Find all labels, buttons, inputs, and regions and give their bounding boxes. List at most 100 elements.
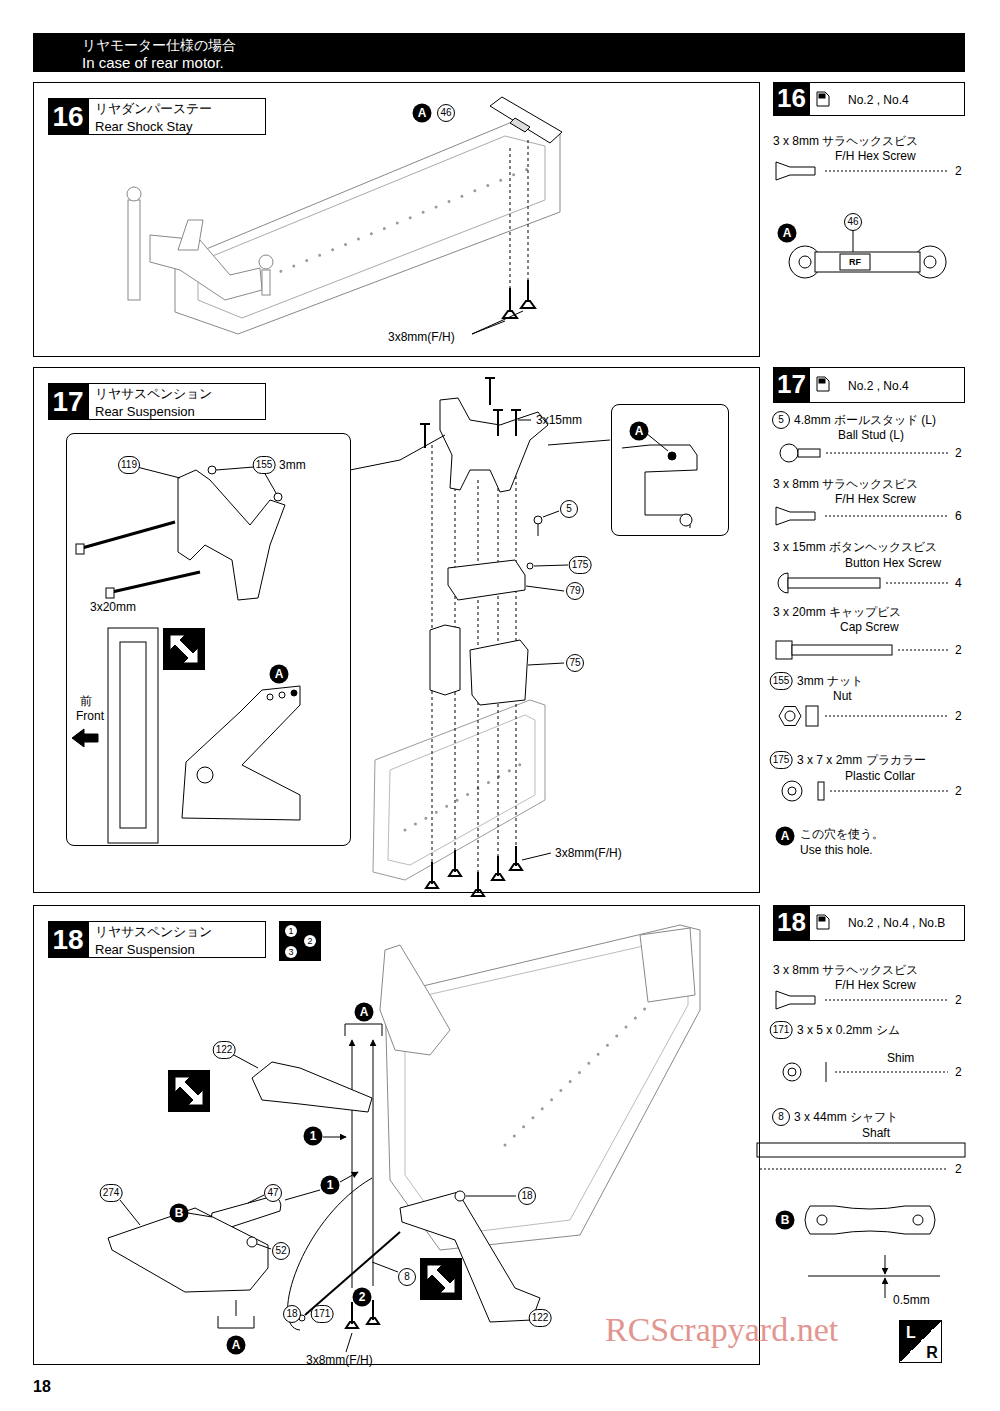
callout-letter: A bbox=[270, 665, 289, 684]
parts-list-art bbox=[830, 791, 948, 792]
quantity: 2 bbox=[955, 709, 962, 723]
rear-suspension-parts bbox=[248, 1195, 264, 1203]
rear-suspension-parts bbox=[350, 378, 610, 896]
rear-suspension-parts bbox=[285, 1190, 320, 1200]
parts-list-art bbox=[776, 92, 948, 278]
rear-suspension-parts bbox=[352, 1040, 353, 1288]
parts-list-art bbox=[798, 449, 820, 457]
header-text: リヤモーター仕様の場合 bbox=[82, 37, 236, 54]
callout-number: 155 bbox=[253, 456, 276, 474]
parts-list-art bbox=[799, 256, 811, 268]
rear-suspension-parts bbox=[247, 1237, 257, 1247]
rear-suspension-parts bbox=[548, 440, 610, 445]
step-title: Rear Suspension bbox=[95, 404, 195, 420]
parts-list-art bbox=[788, 1068, 796, 1076]
parts-list-art bbox=[783, 1063, 801, 1081]
rear-suspension-parts bbox=[346, 1302, 358, 1328]
order-number: 3 bbox=[285, 946, 297, 958]
parts-header: 18No.2 , No.4 , No.B bbox=[773, 905, 965, 941]
part-label: Button Hex Screw bbox=[845, 556, 941, 570]
parts-list-art bbox=[885, 1278, 886, 1298]
parts-header: 16No.2 , No.4 bbox=[773, 82, 965, 116]
rear-suspension-parts bbox=[518, 420, 531, 421]
rear-suspension-parts bbox=[466, 1196, 516, 1197]
parts-list-art bbox=[792, 645, 892, 655]
parts-list-art bbox=[776, 991, 815, 1009]
chassis-illustration bbox=[373, 700, 545, 880]
parts-list-art bbox=[817, 92, 829, 106]
part-label: Plastic Collar bbox=[845, 769, 915, 783]
shock-stay-part bbox=[472, 311, 523, 334]
parts-list-art bbox=[825, 171, 948, 172]
detail-inset-art bbox=[267, 694, 273, 700]
detail-inset-art bbox=[120, 642, 146, 828]
detail-inset-art bbox=[182, 686, 300, 820]
callout-letter: 1 bbox=[304, 1127, 323, 1146]
detail-inset-art bbox=[208, 466, 216, 474]
detail-inset-art bbox=[106, 588, 114, 598]
header-band: リヤモーター仕様の場合In case of rear motor. bbox=[33, 33, 965, 72]
rear-suspension-parts bbox=[526, 586, 564, 591]
quantity: 2 bbox=[955, 1065, 962, 1079]
callout-number: 46 bbox=[844, 213, 862, 231]
part-label: 3 x 7 x 2mm プラカラー bbox=[797, 753, 926, 767]
rear-suspension-parts bbox=[449, 850, 461, 876]
parts-list-art bbox=[853, 230, 854, 252]
parts-list-art bbox=[825, 716, 948, 717]
parts-list-art bbox=[818, 782, 824, 800]
quantity: 2 bbox=[955, 643, 962, 657]
detail-inset-art bbox=[76, 544, 84, 554]
part-label: 3mm bbox=[279, 458, 306, 472]
rear-suspension-parts bbox=[305, 1232, 400, 1315]
parts-list-art bbox=[776, 641, 792, 659]
part-label: Front bbox=[76, 709, 104, 723]
rear-suspension-parts bbox=[257, 1244, 271, 1249]
chassis-illustration bbox=[388, 715, 535, 865]
callout-letter: A bbox=[355, 1003, 374, 1022]
callout-number: 5 bbox=[772, 411, 790, 429]
detail-inset-art bbox=[668, 452, 676, 460]
chassis-illustration bbox=[259, 255, 273, 269]
rear-suspension-parts bbox=[430, 625, 460, 695]
part-label: Use this hole. bbox=[800, 843, 873, 857]
parts-list-art bbox=[789, 246, 946, 278]
parts-list-art bbox=[840, 254, 870, 270]
rear-suspension-parts bbox=[288, 1178, 372, 1330]
parts-list-art bbox=[808, 1276, 940, 1277]
parts-list-art bbox=[776, 507, 815, 525]
rear-suspension-parts bbox=[218, 1316, 254, 1328]
rear-suspension-parts bbox=[440, 398, 548, 492]
detail-inset-art bbox=[216, 467, 254, 470]
chassis-illustration bbox=[175, 122, 560, 334]
part-label: Ball Stud (L) bbox=[838, 428, 904, 442]
parts-list-art bbox=[779, 707, 801, 726]
part-label: 3x20mm bbox=[90, 600, 136, 614]
rear-suspension-parts bbox=[426, 862, 438, 888]
parts-list-art bbox=[776, 162, 815, 180]
rear-suspension-parts bbox=[120, 1200, 140, 1225]
rear-suspension-parts bbox=[492, 856, 504, 880]
parts-list-art bbox=[815, 252, 920, 272]
callout-letter: A bbox=[778, 224, 797, 243]
watermark: RCScrapyard.net bbox=[605, 1310, 838, 1351]
callout-letter: 1 bbox=[321, 1176, 340, 1195]
step-number: 17 bbox=[48, 383, 88, 420]
callout-number: 8 bbox=[398, 1268, 416, 1286]
part-label: Nut bbox=[833, 689, 852, 703]
parts-list-art bbox=[913, 1215, 923, 1225]
quantity: 4 bbox=[955, 576, 962, 590]
quantity: 2 bbox=[955, 784, 962, 798]
step-title: リヤサスペンション bbox=[95, 924, 212, 940]
parts-list-art bbox=[825, 516, 948, 517]
header-text: In case of rear motor. bbox=[82, 54, 224, 72]
part-label: Shaft bbox=[862, 1126, 890, 1140]
callout-number: 75 bbox=[566, 654, 584, 672]
rear-suspension-parts bbox=[323, 1137, 346, 1138]
rear-suspension-parts bbox=[372, 1262, 398, 1272]
part-label: 0.5mm bbox=[893, 1293, 930, 1307]
rear-suspension-parts bbox=[340, 1172, 358, 1182]
detail-inset-art bbox=[178, 470, 285, 600]
shock-stay-part bbox=[510, 148, 511, 288]
step-number: 18 bbox=[48, 921, 88, 958]
